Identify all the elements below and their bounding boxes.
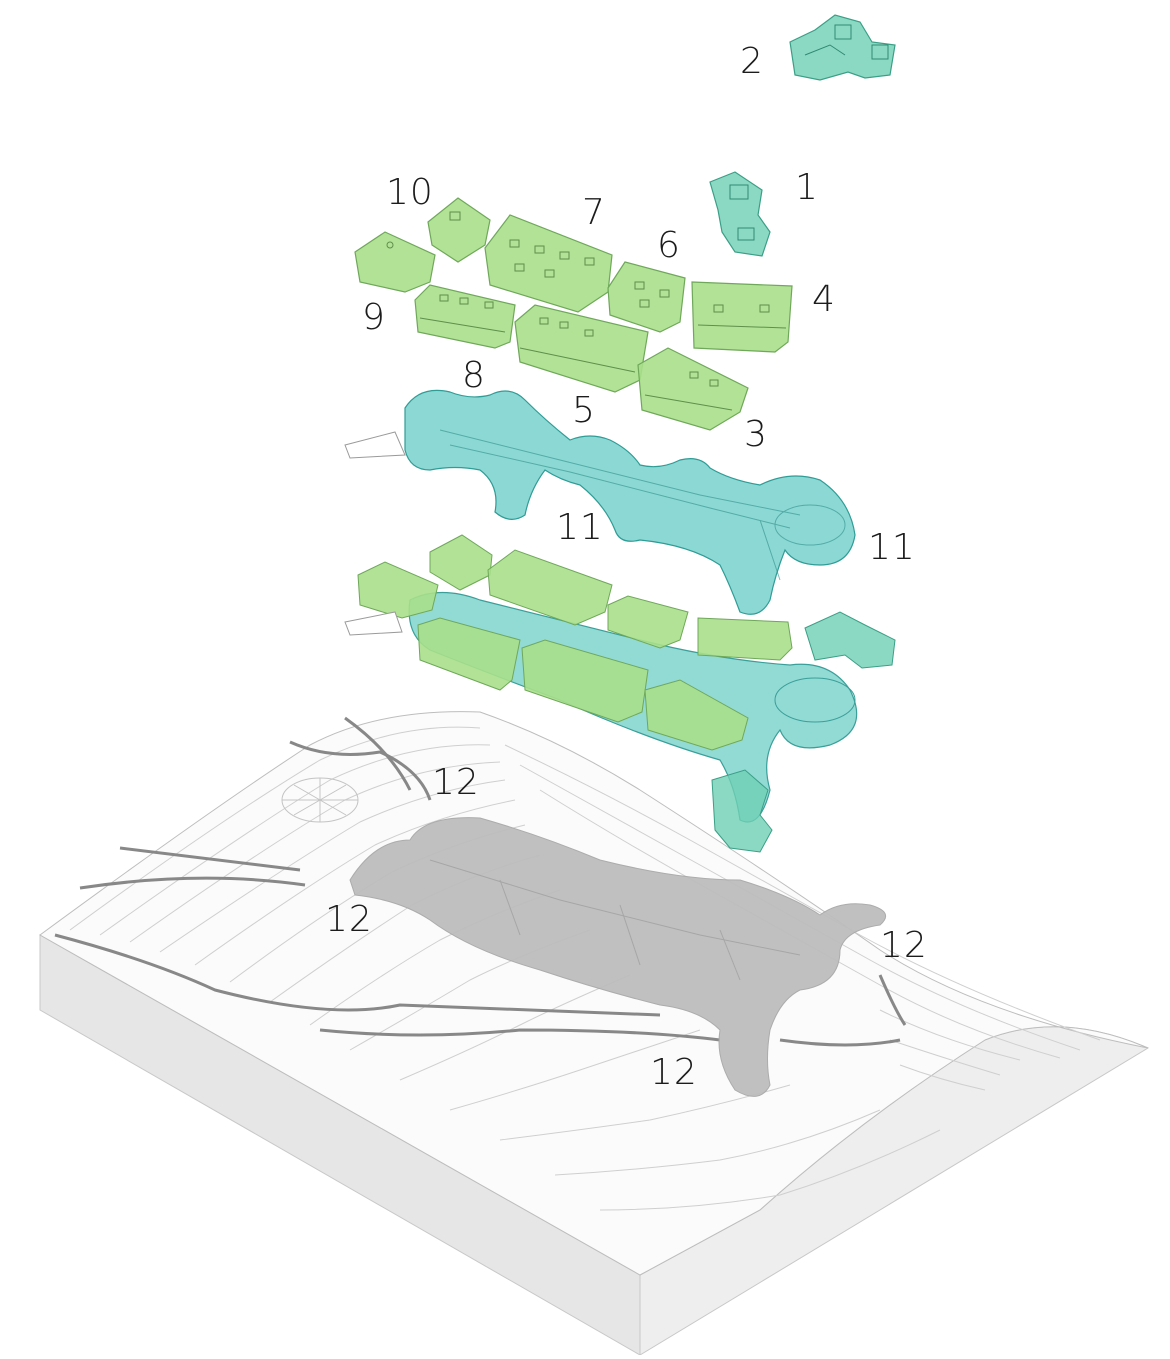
module-3 xyxy=(638,348,748,430)
label-module-9: 9 xyxy=(362,300,386,336)
label-module-7: 7 xyxy=(582,195,606,231)
module-6 xyxy=(608,262,685,332)
label-module-3: 3 xyxy=(744,417,768,453)
module-8 xyxy=(415,285,515,348)
terrain-top-surface xyxy=(40,712,1148,1275)
label-terrain-12-top: 12 xyxy=(432,765,480,801)
module-9 xyxy=(355,232,435,292)
site-roundel xyxy=(282,778,358,822)
label-module-10: 10 xyxy=(386,175,434,211)
label-terrain-12-left: 12 xyxy=(325,902,373,938)
deck-left xyxy=(345,432,405,458)
module-10 xyxy=(428,198,490,262)
label-module-4: 4 xyxy=(812,282,836,318)
label-corridor-11-right: 11 xyxy=(868,530,916,566)
label-module-8: 8 xyxy=(462,358,486,394)
assembled-module-4 xyxy=(698,618,792,660)
label-module-2: 2 xyxy=(740,44,764,80)
assembled-module-10 xyxy=(430,535,492,590)
label-terrain-12-right: 12 xyxy=(880,928,928,964)
label-module-6: 6 xyxy=(657,228,681,264)
terrain-model xyxy=(40,712,1148,1355)
deck-left-lower xyxy=(345,612,402,635)
assembled-module-9 xyxy=(358,562,438,618)
label-module-5: 5 xyxy=(572,393,596,429)
assembled-module-2 xyxy=(805,612,895,668)
label-terrain-12-bottom: 12 xyxy=(650,1055,698,1091)
module-4 xyxy=(692,282,792,352)
label-module-1: 1 xyxy=(795,170,819,206)
label-corridor-11-left: 11 xyxy=(556,510,604,546)
